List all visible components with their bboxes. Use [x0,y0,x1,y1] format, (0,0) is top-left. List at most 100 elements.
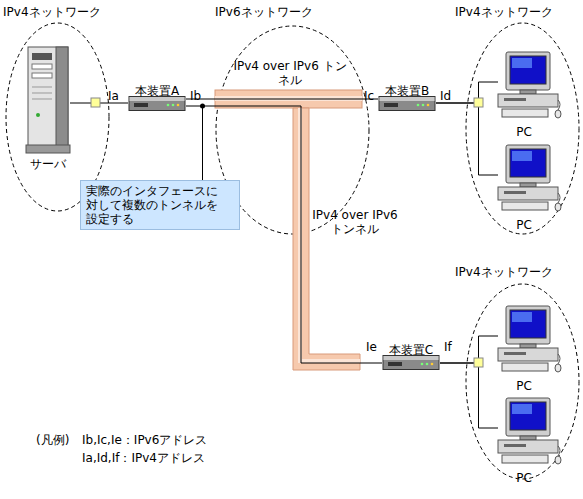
node-text: 本装置A [128,84,186,98]
router-device: 本装置B [378,84,436,111]
node-text: IPv4ネットワーク [3,5,115,19]
ellipse-part [555,110,561,118]
rect-part [379,97,435,111]
rect-part [383,356,439,370]
rect-part [506,398,550,436]
rect-part [498,440,558,453]
node-text: PC [498,218,550,232]
rect-part [32,53,52,60]
node-text: IPv4ネットワーク [455,265,580,279]
leader-dot [200,104,205,109]
rect-part [510,56,546,84]
rect-part [498,94,558,107]
interface-label: Ib [190,89,201,103]
bandl-shape [293,108,403,372]
node-text: PC [498,471,550,485]
node-text: 本装置C [382,343,440,357]
connector-line [186,106,382,363]
node-text: IPv4ネットワーク [455,5,580,19]
rect-part [32,73,52,78]
yellow-port [474,358,483,367]
rect-part [32,64,52,69]
line-part [32,93,52,94]
node-text: PC [498,125,550,139]
rect-part [502,109,548,117]
network-ellipse: IPv4ネットワークPCPC [465,22,580,235]
circle-part [417,104,420,107]
path-part [558,193,560,203]
g-part [129,97,185,111]
ellipse-part [466,284,579,479]
circle-part [36,113,40,117]
pc-icon: PC [498,52,568,140]
rect-part [510,402,546,430]
rect-part [129,97,185,111]
path-part [293,108,360,370]
legend-note: Ib,Ic,Ie：IPv6アドレス [82,433,207,447]
rect-part [504,444,526,447]
rect-part [502,202,548,210]
pc-icon: PC [498,306,568,394]
rect-part [510,310,546,338]
g-part [383,356,439,370]
rect-part [512,58,532,68]
ellipse-part [466,23,579,234]
rect-part [388,362,402,366]
router-device: 本装置A [128,84,186,111]
circle-part [172,104,175,107]
rect-part [506,306,550,344]
connector-line [440,336,498,363]
interface-label: Id [440,89,451,103]
network-ellipse: IPv4ネットワークPCPC [465,283,580,480]
interface-label: Ie [366,340,377,354]
node-text: 実際のインタフェースに 対して複数のトンネルを 設定する [86,184,228,226]
rect-part [134,103,148,107]
rect-part [504,352,526,355]
node-text: サーバ [20,157,76,171]
interface-label: If [444,340,452,354]
tunnel-band: IPv4 over IPv6 トンネル [293,108,403,372]
tunnel-band: IPv4 over IPv6 トンネル [215,58,362,110]
connector-line [186,99,378,100]
circle-part [426,363,429,366]
rect-part [28,47,68,147]
server-shape [26,45,70,173]
rect-part [215,90,362,108]
rect-part [504,191,526,194]
node-text: IPv6ネットワーク [215,5,345,19]
ellipse-part [555,364,561,372]
path-part [558,100,560,110]
pc-icon: PC [498,145,568,233]
node-text: IPv4 over IPv6 トンネル [307,208,403,236]
circle-part [167,104,170,107]
rect-part [520,344,536,348]
rect-part [506,145,550,183]
rect-part [504,98,526,101]
rect-part [512,151,532,161]
connector-line [70,103,128,104]
node-text: 本装置B [378,84,436,98]
pc-shape [498,306,568,394]
g-part [379,97,435,111]
node-text: IPv4 over IPv6 トンネル [230,59,350,87]
pc-shape [498,52,568,140]
rect-part [502,455,548,463]
rect-part [56,47,68,147]
circle-part [431,363,434,366]
circle-part [421,363,424,366]
rect-part [520,90,536,94]
rect-part [506,52,550,90]
pc-shape [498,398,568,486]
node-text: PC [498,379,550,393]
callout-box: 実際のインタフェースに 対して複数のトンネルを 設定する [80,180,240,230]
circle-part [177,104,180,107]
yellow-port [474,98,483,107]
rect-part [498,348,558,361]
rect-part [81,181,240,230]
router-device: 本装置C [382,343,440,370]
rect-part [215,96,362,101]
line-part [32,99,52,100]
connector-line [436,103,498,175]
